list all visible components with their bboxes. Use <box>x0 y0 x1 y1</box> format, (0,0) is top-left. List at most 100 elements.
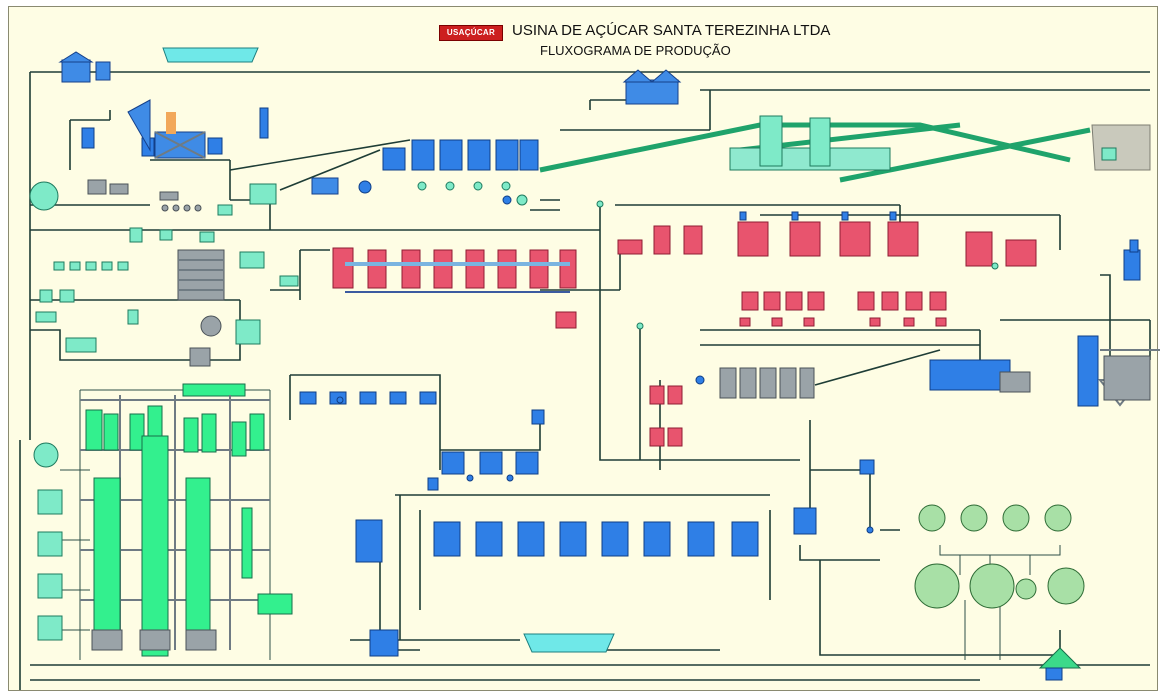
measuring-tank-3 <box>38 574 62 598</box>
storage-tank-7 <box>1016 579 1036 599</box>
sugar-factory <box>618 212 1036 446</box>
dryer-cyclone-unit <box>1000 372 1030 392</box>
fermenter-5 <box>602 522 628 556</box>
condenser-e7 <box>232 422 246 456</box>
prefermenters <box>442 452 538 474</box>
mud-tank <box>60 290 74 302</box>
flash-tank <box>160 230 172 240</box>
rotary-vacuum-filter <box>201 316 221 336</box>
cane-hoist <box>128 100 150 150</box>
syrup-tank <box>556 312 576 328</box>
filter-cake-hopper <box>236 320 260 344</box>
wine-tank <box>794 508 816 534</box>
prefermenter-1 <box>442 452 464 474</box>
vacuum-pans <box>738 222 918 256</box>
cane-warehouse-building <box>62 60 90 82</box>
syrup-receiver <box>618 240 642 254</box>
fermentation-vats <box>434 522 758 556</box>
cane-wash-tank <box>30 182 58 210</box>
cooling-unit <box>860 460 874 474</box>
cane-shredder <box>260 108 268 138</box>
lime-tank <box>218 205 232 215</box>
fermenter-4 <box>560 522 586 556</box>
storage-tank-1 <box>919 505 945 531</box>
condenser-e6 <box>202 414 216 452</box>
seed-magma-tank <box>668 386 682 404</box>
cane-pile <box>166 112 176 134</box>
reboiler-a <box>92 630 122 650</box>
alcohol-measuring-tanks <box>34 443 62 640</box>
sugar-dryer <box>930 360 1010 390</box>
boiler-1 <box>760 116 782 166</box>
sweet-water-tank <box>36 312 56 322</box>
measuring-tank-2 <box>38 532 62 556</box>
evaporator-4 <box>434 250 452 288</box>
boiler-2 <box>810 118 830 166</box>
nutrient-tank <box>428 478 438 490</box>
sulfitation-tower <box>250 184 276 204</box>
juice-pump-station <box>312 178 338 194</box>
bagasse-silo <box>88 180 106 194</box>
vacuum-pan-4 <box>888 222 918 256</box>
fermenter-8 <box>732 522 758 556</box>
measuring-tank-4 <box>38 616 62 640</box>
vacuum-pan-3 <box>840 222 870 256</box>
dust-collector <box>1124 250 1140 280</box>
distillery-header-box <box>183 384 245 396</box>
syrup-pump <box>280 276 298 286</box>
wine-centrifuge-tank <box>356 520 382 562</box>
water-reservoir-top <box>163 48 258 62</box>
loading-station-roof <box>1040 648 1080 668</box>
distillation-column-b <box>142 436 168 656</box>
bagasse-conveyor-system <box>540 70 1150 180</box>
clarifier-row <box>54 262 128 270</box>
scale-building <box>96 62 110 80</box>
cane-warehouse-roof <box>60 52 92 62</box>
evaporator-1 <box>333 248 353 288</box>
molasses-receiver-2 <box>668 428 682 446</box>
fermenter-6 <box>644 522 670 556</box>
condenser-e5 <box>184 418 198 452</box>
evaporator-2 <box>368 250 386 288</box>
lime-milk-tank <box>40 290 52 302</box>
mill-6 <box>520 140 538 170</box>
centrifuge-receivers <box>740 318 946 326</box>
antifoam-tank <box>532 410 544 424</box>
vinasse-tank <box>370 630 398 656</box>
magma-tank-2 <box>684 226 702 254</box>
fermenter-1 <box>434 522 460 556</box>
fermenter-2 <box>476 522 502 556</box>
molasses-tank <box>966 232 992 266</box>
condenser-e8 <box>250 414 264 450</box>
energy-warehouse <box>626 80 678 104</box>
vacuum-pan-condensers <box>740 212 896 220</box>
evaporator-5 <box>466 250 484 288</box>
storage-tank-4 <box>1045 505 1071 531</box>
mixed-juice-tank <box>517 195 527 205</box>
filtrate-tank <box>66 338 96 352</box>
mill-4 <box>468 140 490 170</box>
reception-area <box>30 52 268 210</box>
vacuum-pan-1 <box>738 222 768 256</box>
final-molasses-tank <box>1006 240 1036 266</box>
evaporator-set <box>333 248 576 328</box>
evaporator-8 <box>560 250 576 288</box>
crystallizers-right <box>858 292 946 310</box>
clarified-juice-tank <box>240 252 264 268</box>
decanter-stack <box>178 250 224 300</box>
storage-tank-6 <box>970 564 1014 608</box>
prefermenter-3 <box>516 452 538 474</box>
water-lagoon-bottom <box>524 634 614 652</box>
prefermenter-2 <box>480 452 502 474</box>
rectification-column <box>186 478 210 648</box>
storage-tank-3 <box>1003 505 1029 531</box>
magma-tank-1 <box>654 226 670 254</box>
fermenter-7 <box>688 522 714 556</box>
mill-2 <box>412 140 434 170</box>
degassing-column <box>242 508 252 578</box>
condenser-e2 <box>104 414 118 450</box>
laboratory-unit <box>82 128 94 148</box>
filter-feeder <box>128 310 138 324</box>
juice-receiver <box>200 232 214 242</box>
